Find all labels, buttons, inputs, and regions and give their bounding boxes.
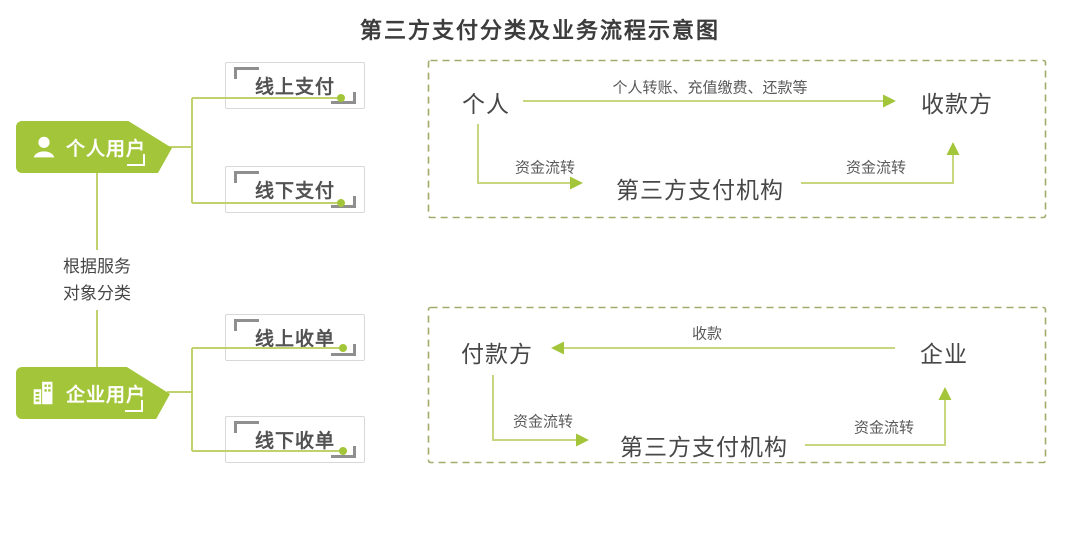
personal-left-route-label: 资金流转 (514, 159, 576, 177)
flow-node-payer: 付款方 (458, 335, 536, 369)
category-label: 线下支付 (254, 181, 335, 202)
category-box-online-pay: 线上支付 (225, 62, 365, 109)
personal-right-route-label: 资金流转 (845, 159, 907, 177)
flow-node-third-party-a: 第三方支付机构 (613, 171, 787, 205)
category-box-offline-acquire: 线下收单 (225, 416, 365, 463)
criterion-line-1: 根据服务 (63, 257, 131, 276)
enterprise-left-route-label: 资金流转 (512, 413, 574, 431)
corner-bracket-icon (234, 319, 259, 331)
corner-bracket-icon (234, 171, 259, 183)
enterprise-top-arrow-label: 收款 (691, 325, 723, 343)
category-label: 线上支付 (254, 77, 335, 98)
flow-node-enterprise: 企业 (917, 335, 971, 369)
corner-bracket-icon (331, 344, 356, 356)
corner-bracket-icon (331, 92, 356, 104)
personal-user-tag: 个人用户 (16, 121, 172, 173)
flow-node-payee: 收款方 (918, 85, 996, 119)
category-label: 线上收单 (254, 329, 335, 350)
person-icon (33, 136, 55, 158)
enterprise-right-route-label: 资金流转 (853, 419, 915, 437)
page-title: 第三方支付分类及业务流程示意图 (359, 18, 720, 43)
personal-user-label: 个人用户 (66, 138, 147, 160)
criterion-line-2: 对象分类 (63, 284, 131, 303)
category-box-online-acquire: 线上收单 (225, 314, 365, 361)
corner-bracket-icon (234, 67, 259, 79)
enterprise-user-tag: 企业用户 (16, 367, 170, 419)
corner-bracket-icon (234, 421, 259, 433)
personal-top-arrow-label: 个人转账、充值缴费、还款等 (612, 79, 808, 97)
tag-corner-decoration (125, 400, 143, 412)
flow-node-personal: 个人 (459, 85, 513, 119)
category-label: 线下收单 (254, 431, 335, 452)
corner-bracket-icon (331, 446, 356, 458)
classification-criterion: 根据服务 对象分类 (37, 250, 157, 310)
enterprise-user-label: 企业用户 (66, 384, 147, 406)
tag-corner-decoration (127, 154, 145, 166)
flow-node-third-party-b: 第三方支付机构 (617, 428, 791, 462)
building-icon (33, 381, 53, 405)
corner-bracket-icon (331, 196, 356, 208)
category-box-offline-pay: 线下支付 (225, 166, 365, 213)
